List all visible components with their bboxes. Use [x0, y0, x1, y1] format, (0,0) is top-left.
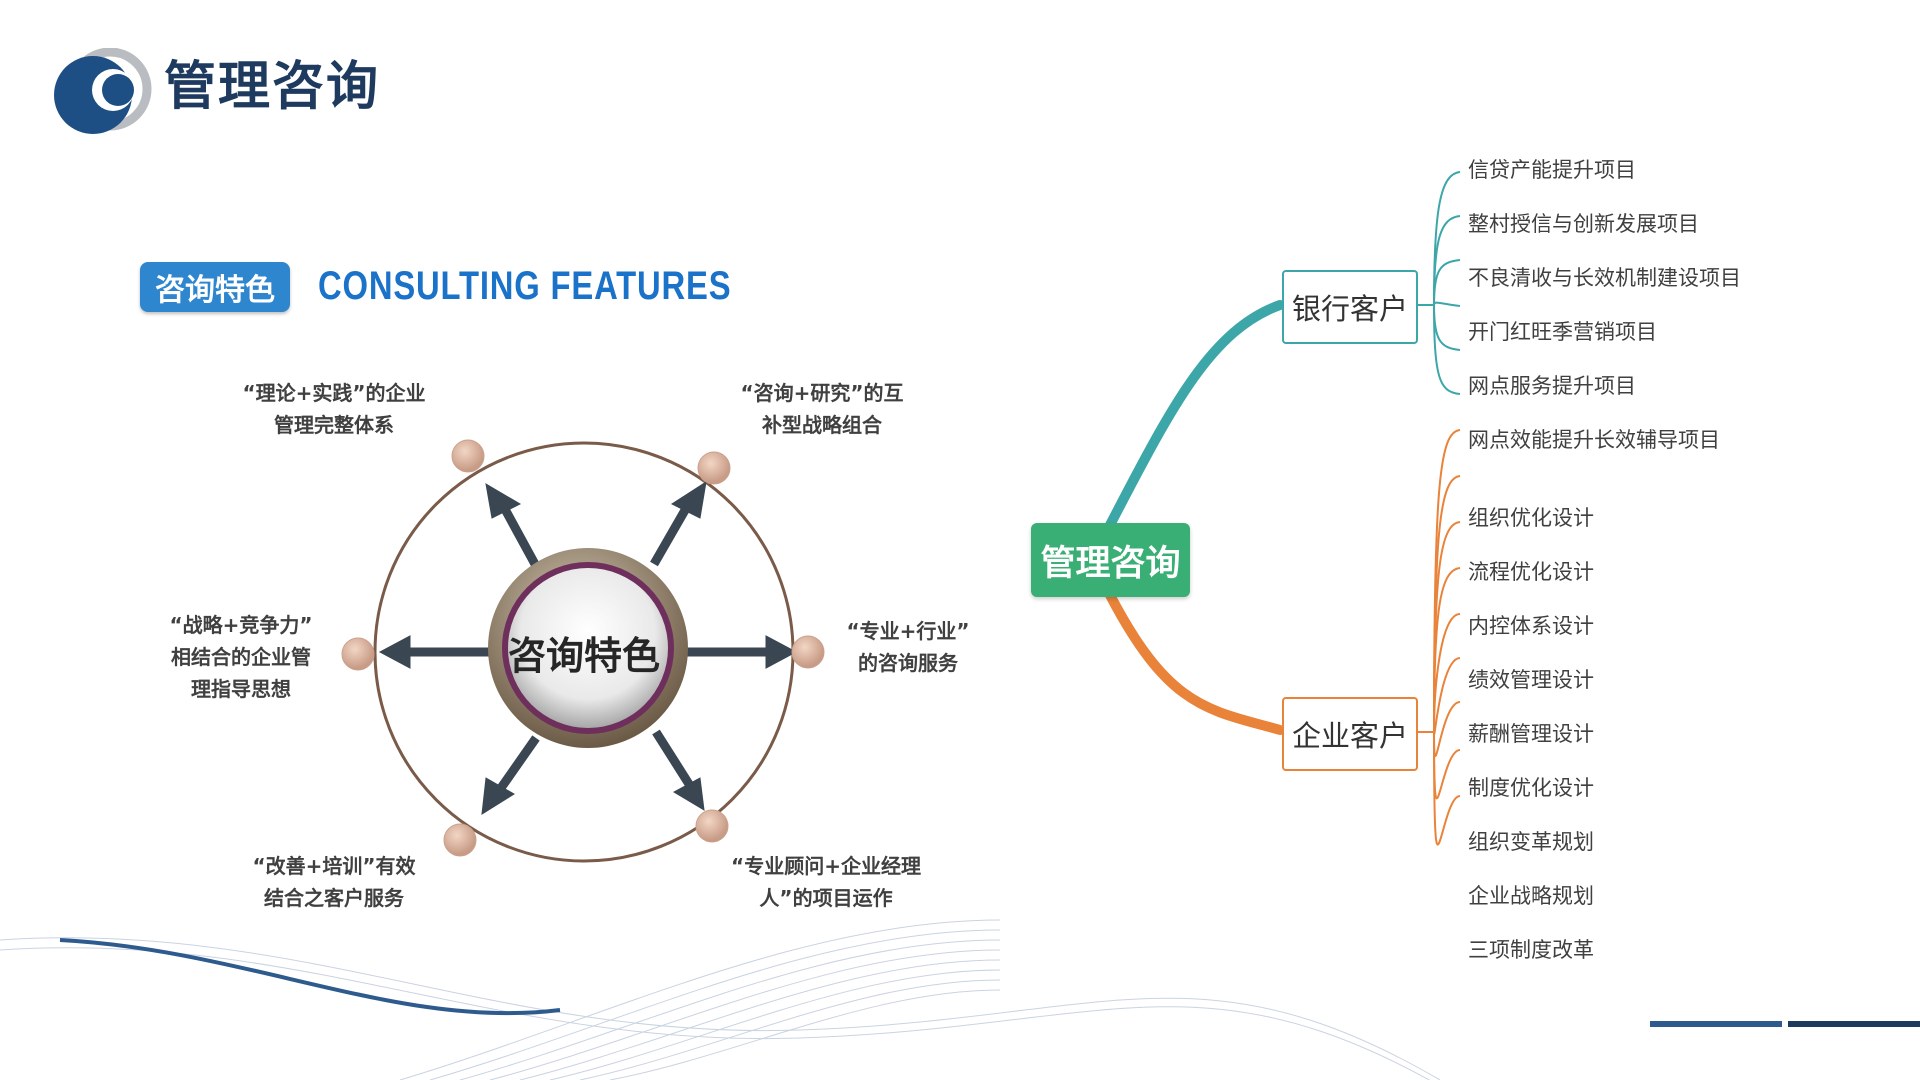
- mindmap-connectors: [1105, 171, 1461, 846]
- corporate-item: 绩效管理设计: [1468, 668, 1594, 692]
- corporate-item: 组织变革规划: [1468, 830, 1594, 854]
- decor-bar-right: [1788, 1021, 1920, 1027]
- bank-item: 网点效能提升长效辅导项目: [1468, 428, 1720, 452]
- logo-icon: [54, 48, 152, 134]
- feature-item-improvement-training: “改善+培训”有效 结合之客户服务: [252, 854, 416, 910]
- corporate-item: 三项制度改革: [1468, 938, 1594, 962]
- features-badge: 咨询特色: [140, 262, 290, 312]
- page-title: 管理咨询: [164, 57, 381, 117]
- corporate-item: 流程优化设计: [1468, 560, 1594, 584]
- mindmap-root-node: 管理咨询: [1031, 523, 1190, 597]
- features-title-en: CONSULTING FEATURES: [318, 264, 732, 308]
- wave-decoration: [0, 919, 1440, 1080]
- features-diagram: [341, 439, 825, 863]
- decor-bar-left: [1650, 1021, 1782, 1027]
- mindmap-bank-node: 银行客户: [1282, 270, 1418, 344]
- bank-item: 不良清收与长效机制建设项目: [1468, 266, 1741, 290]
- features-center-label: 咨询特色: [507, 633, 660, 678]
- feature-item-professional-industry: “专业+行业” 的咨询服务: [846, 619, 970, 675]
- feature-item-consulting-research: “咨询+研究”的互 补型战略组合: [740, 381, 904, 437]
- mindmap-corporate-node: 企业客户: [1282, 697, 1418, 771]
- bank-item: 整村授信与创新发展项目: [1468, 212, 1699, 236]
- corporate-item: 企业战略规划: [1468, 884, 1594, 908]
- bank-item: 信贷产能提升项目: [1468, 158, 1636, 182]
- corporate-item: 制度优化设计: [1468, 776, 1594, 800]
- feature-item-consultant-manager: “专业顾问+企业经理 人”的项目运作: [731, 854, 921, 910]
- corporate-item: 组织优化设计: [1468, 506, 1594, 530]
- bank-item: 开门红旺季营销项目: [1468, 320, 1657, 344]
- feature-item-strategy-competitiveness: “战略+竞争力” 相结合的企业管 理指导思想: [169, 613, 313, 701]
- bank-item: 网点服务提升项目: [1468, 374, 1636, 398]
- corporate-item: 薪酬管理设计: [1468, 722, 1594, 746]
- feature-item-theory-practice: “理论+实践”的企业 管理完整体系: [242, 381, 426, 437]
- corporate-item: 内控体系设计: [1468, 614, 1594, 638]
